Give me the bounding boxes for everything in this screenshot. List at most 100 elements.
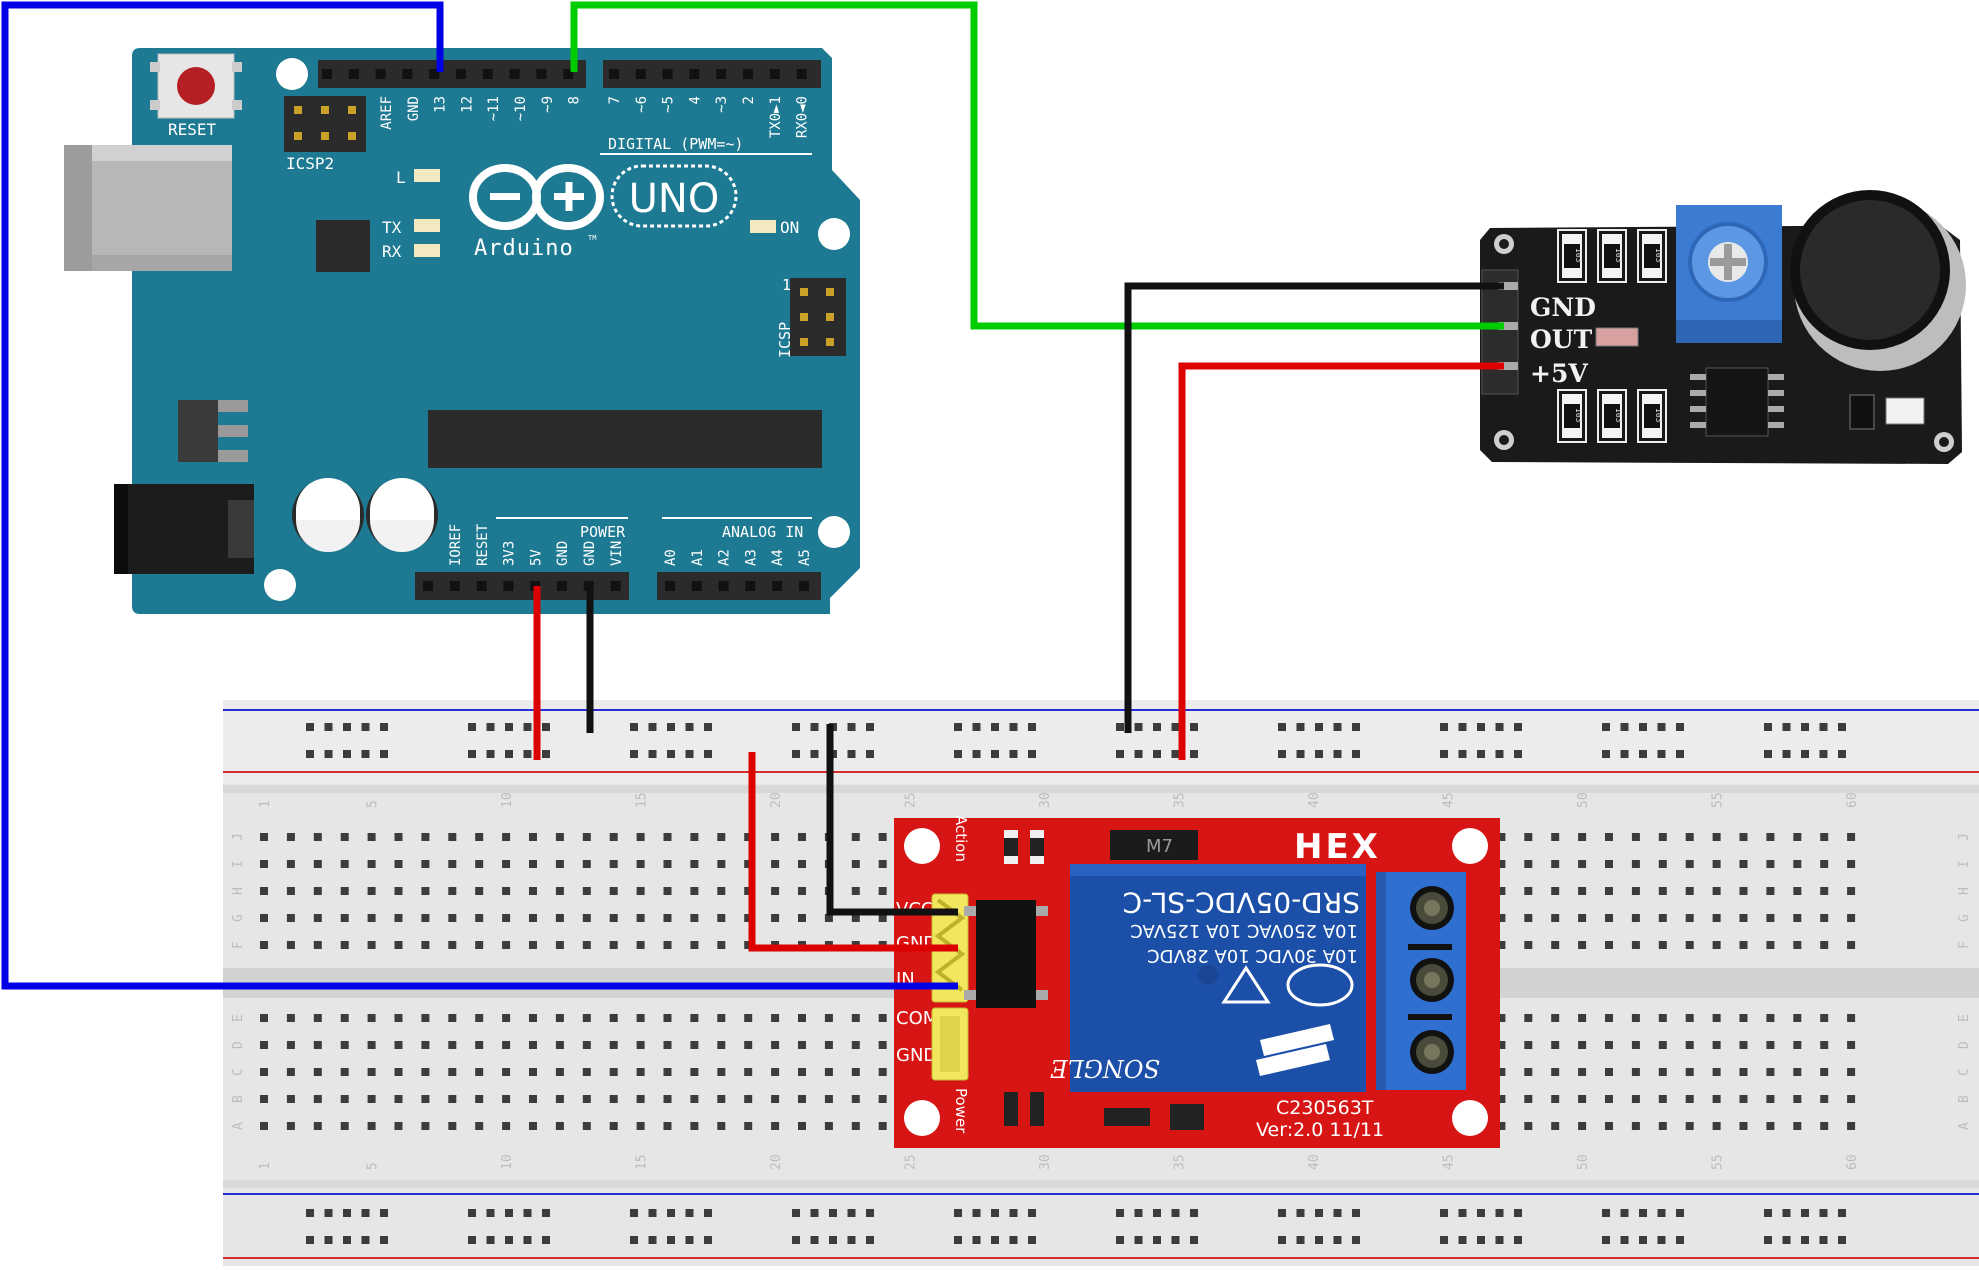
breadboard-column-number: 50 bbox=[1576, 1154, 1591, 1170]
atmega-chip bbox=[428, 410, 822, 468]
breadboard-row-letter: J bbox=[1957, 833, 1972, 841]
model-label: UNO bbox=[629, 176, 720, 222]
potentiometer bbox=[1676, 205, 1782, 343]
icsp-header bbox=[790, 278, 846, 356]
digital-pin-label: 8 bbox=[567, 96, 583, 104]
diode-label: M7 bbox=[1146, 836, 1173, 857]
breadboard-row-letter: F bbox=[1957, 941, 1972, 949]
digital-pin-label: 12 bbox=[459, 96, 475, 113]
analog-pin-label: A0 bbox=[663, 549, 679, 566]
wire-sensor-gnd-to-breadboard bbox=[1124, 282, 1504, 733]
breadboard-column-number: 5 bbox=[366, 800, 381, 808]
breadboard-column-number: 30 bbox=[1038, 1154, 1053, 1170]
analog-pin-label: A4 bbox=[770, 549, 786, 566]
mount-hole bbox=[276, 58, 308, 90]
icsp2-header bbox=[284, 96, 366, 152]
breadboard-column-number: 25 bbox=[904, 1154, 919, 1170]
digital-pin-label: ~3 bbox=[714, 96, 730, 113]
resistor-code: 103 bbox=[1654, 248, 1663, 263]
capacitor bbox=[292, 478, 364, 552]
relay-pin-gnd2: GND bbox=[896, 1045, 937, 1066]
relay-rating-1: 10A 250VAC 10A 125VAC bbox=[1130, 920, 1358, 941]
breadboard-column-number: 5 bbox=[366, 1162, 381, 1170]
analog-pin-labels: A0 A1 A2 A3 A4 A5 bbox=[663, 549, 813, 566]
analog-pin-label: A3 bbox=[743, 549, 759, 566]
relay-body: SRD-05VDC-SL-C 10A 250VAC 10A 125VAC 10A… bbox=[1050, 864, 1366, 1092]
power-pin-label: VIN bbox=[609, 541, 625, 566]
board-code-label: C230563T bbox=[1276, 1097, 1374, 1119]
wire-pin8-to-sensor-out bbox=[570, 1, 1504, 330]
breadboard-column-number: 60 bbox=[1845, 1154, 1860, 1170]
arduino-logo bbox=[469, 164, 738, 230]
breadboard-row-letter: F bbox=[231, 941, 246, 949]
led-tx-label: TX bbox=[382, 218, 402, 237]
resistor-code: 103 bbox=[1574, 248, 1583, 263]
breadboard-column-number: 40 bbox=[1307, 1154, 1322, 1170]
breadboard-column-number: 20 bbox=[769, 1154, 784, 1170]
breadboard-row-letter: H bbox=[1957, 887, 1972, 895]
relay-module: HEX Action Power VCC GND IN COM GND M7 bbox=[894, 815, 1500, 1148]
usb-chip bbox=[316, 220, 370, 272]
breadboard-row-letter: B bbox=[231, 1095, 246, 1103]
relay-brand-songle: SONGLE bbox=[1050, 1054, 1160, 1082]
digital-pin-label: ~10 bbox=[513, 96, 529, 121]
led-tx bbox=[414, 219, 440, 232]
wires bbox=[1, 1, 1504, 990]
analog-pin-label: A2 bbox=[717, 549, 733, 566]
digital-header-label: DIGITAL (PWM=~) bbox=[608, 135, 743, 153]
led-l-label: L bbox=[396, 168, 406, 187]
icsp-pin1-label: 1 bbox=[782, 276, 791, 294]
icsp-label: ICSP bbox=[776, 322, 794, 358]
wire-sensor-5v-to-breadboard bbox=[1178, 362, 1504, 760]
digital-pin-label: 4 bbox=[687, 96, 703, 104]
breadboard-column-number: 45 bbox=[1442, 792, 1457, 808]
reset-button[interactable] bbox=[150, 53, 242, 119]
breadboard-column-number: 25 bbox=[904, 792, 919, 808]
digital-pin-label: AREF bbox=[379, 96, 395, 130]
breadboard-column-number: 45 bbox=[1442, 1154, 1457, 1170]
analog-pin-label: A1 bbox=[690, 549, 706, 566]
breadboard-row-letter: D bbox=[1957, 1041, 1972, 1049]
breadboard-column-number: 55 bbox=[1711, 792, 1726, 808]
breadboard-column-number: 35 bbox=[1173, 792, 1188, 808]
board-version-label: Ver:2.0 11/11 bbox=[1256, 1119, 1384, 1141]
sensor-capacitor bbox=[1885, 397, 1925, 425]
power-pin-label: 3V3 bbox=[502, 541, 518, 566]
power-pin-label: 5V bbox=[528, 549, 544, 566]
relay-model-label: SRD-05VDC-SL-C bbox=[1123, 886, 1360, 919]
digital-pin-label: GND bbox=[406, 96, 422, 121]
digital-pin-label: TX0►1 bbox=[768, 96, 784, 138]
digital-pin-label: ~6 bbox=[634, 96, 650, 113]
analog-pin-label: A5 bbox=[797, 549, 813, 566]
pin-holes bbox=[322, 69, 809, 591]
power-header bbox=[415, 572, 629, 600]
warning-triangle-icon bbox=[1221, 965, 1271, 1004]
breadboard-column-numbers: 1155101015152020252530303535404045455050… bbox=[258, 792, 1860, 1170]
relay-brand-hex: HEX bbox=[1294, 827, 1381, 867]
digital-pin-label: ~11 bbox=[486, 96, 502, 121]
mount-hole bbox=[818, 218, 850, 250]
resistor-code: 103 bbox=[1614, 248, 1623, 263]
resistor-code: 103 bbox=[1654, 408, 1663, 423]
relay-rating-2: 10A 30VDC 10A 28VDC bbox=[1147, 945, 1358, 966]
resistor-code: 103 bbox=[1574, 408, 1583, 423]
breadboard-column-number: 15 bbox=[635, 1154, 650, 1170]
relay-pin-com: COM bbox=[896, 1008, 938, 1029]
sensor-pin-header bbox=[1481, 269, 1519, 395]
wire-pin13-to-relay-in bbox=[1, 1, 958, 990]
breadboard-column-number: 50 bbox=[1576, 792, 1591, 808]
analog-header-label: ANALOG IN bbox=[722, 523, 803, 541]
reset-label: RESET bbox=[168, 120, 217, 139]
breadboard-row-letter: A bbox=[1957, 1122, 1972, 1130]
breadboard-row-letter: E bbox=[231, 1014, 246, 1022]
mount-hole bbox=[264, 569, 296, 601]
sensor-led bbox=[1595, 327, 1639, 347]
breadboard-column-number: 55 bbox=[1711, 1154, 1726, 1170]
digital-pin-label: RX0◄0 bbox=[795, 96, 811, 138]
